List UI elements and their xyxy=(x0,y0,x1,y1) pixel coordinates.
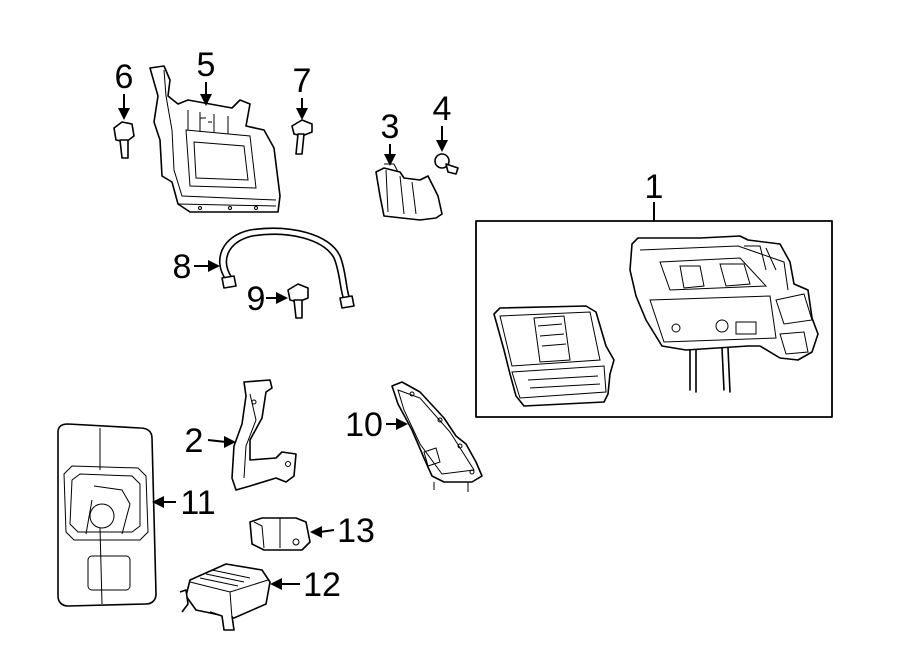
callout-7: 7 xyxy=(293,62,312,100)
part-8-harness xyxy=(218,227,355,309)
callout-13: 13 xyxy=(337,512,375,550)
leader-lines xyxy=(118,82,655,590)
part-3-bracket xyxy=(375,163,443,221)
callout-2: 2 xyxy=(185,422,204,460)
part-6-bolt xyxy=(113,121,135,159)
callout-11: 11 xyxy=(180,484,215,522)
callout-9: 9 xyxy=(247,280,266,318)
leader-13 xyxy=(319,529,335,533)
callout-labels: 1 2 3 4 5 6 7 8 9 10 11 12 13 xyxy=(115,46,664,604)
callout-1: 1 xyxy=(645,168,664,206)
callout-10: 10 xyxy=(345,406,383,444)
part-13-sensor xyxy=(249,517,311,551)
part-11-panel xyxy=(57,423,157,607)
callout-4: 4 xyxy=(433,90,452,128)
callout-8: 8 xyxy=(173,248,192,286)
part-7-bolt xyxy=(291,119,313,155)
callout-12: 12 xyxy=(303,566,341,604)
part-2-bracket xyxy=(231,379,297,491)
part-4-clip xyxy=(434,153,459,175)
part-5-bracket xyxy=(149,65,281,213)
callout-6: 6 xyxy=(115,58,134,96)
part-9-bolt xyxy=(287,283,309,319)
callout-3: 3 xyxy=(381,108,400,146)
part-12-module xyxy=(179,563,271,631)
callout-5: 5 xyxy=(197,46,216,84)
part-10-plate xyxy=(391,381,483,492)
leader-2 xyxy=(207,439,227,443)
part-1-assembly xyxy=(475,220,833,418)
